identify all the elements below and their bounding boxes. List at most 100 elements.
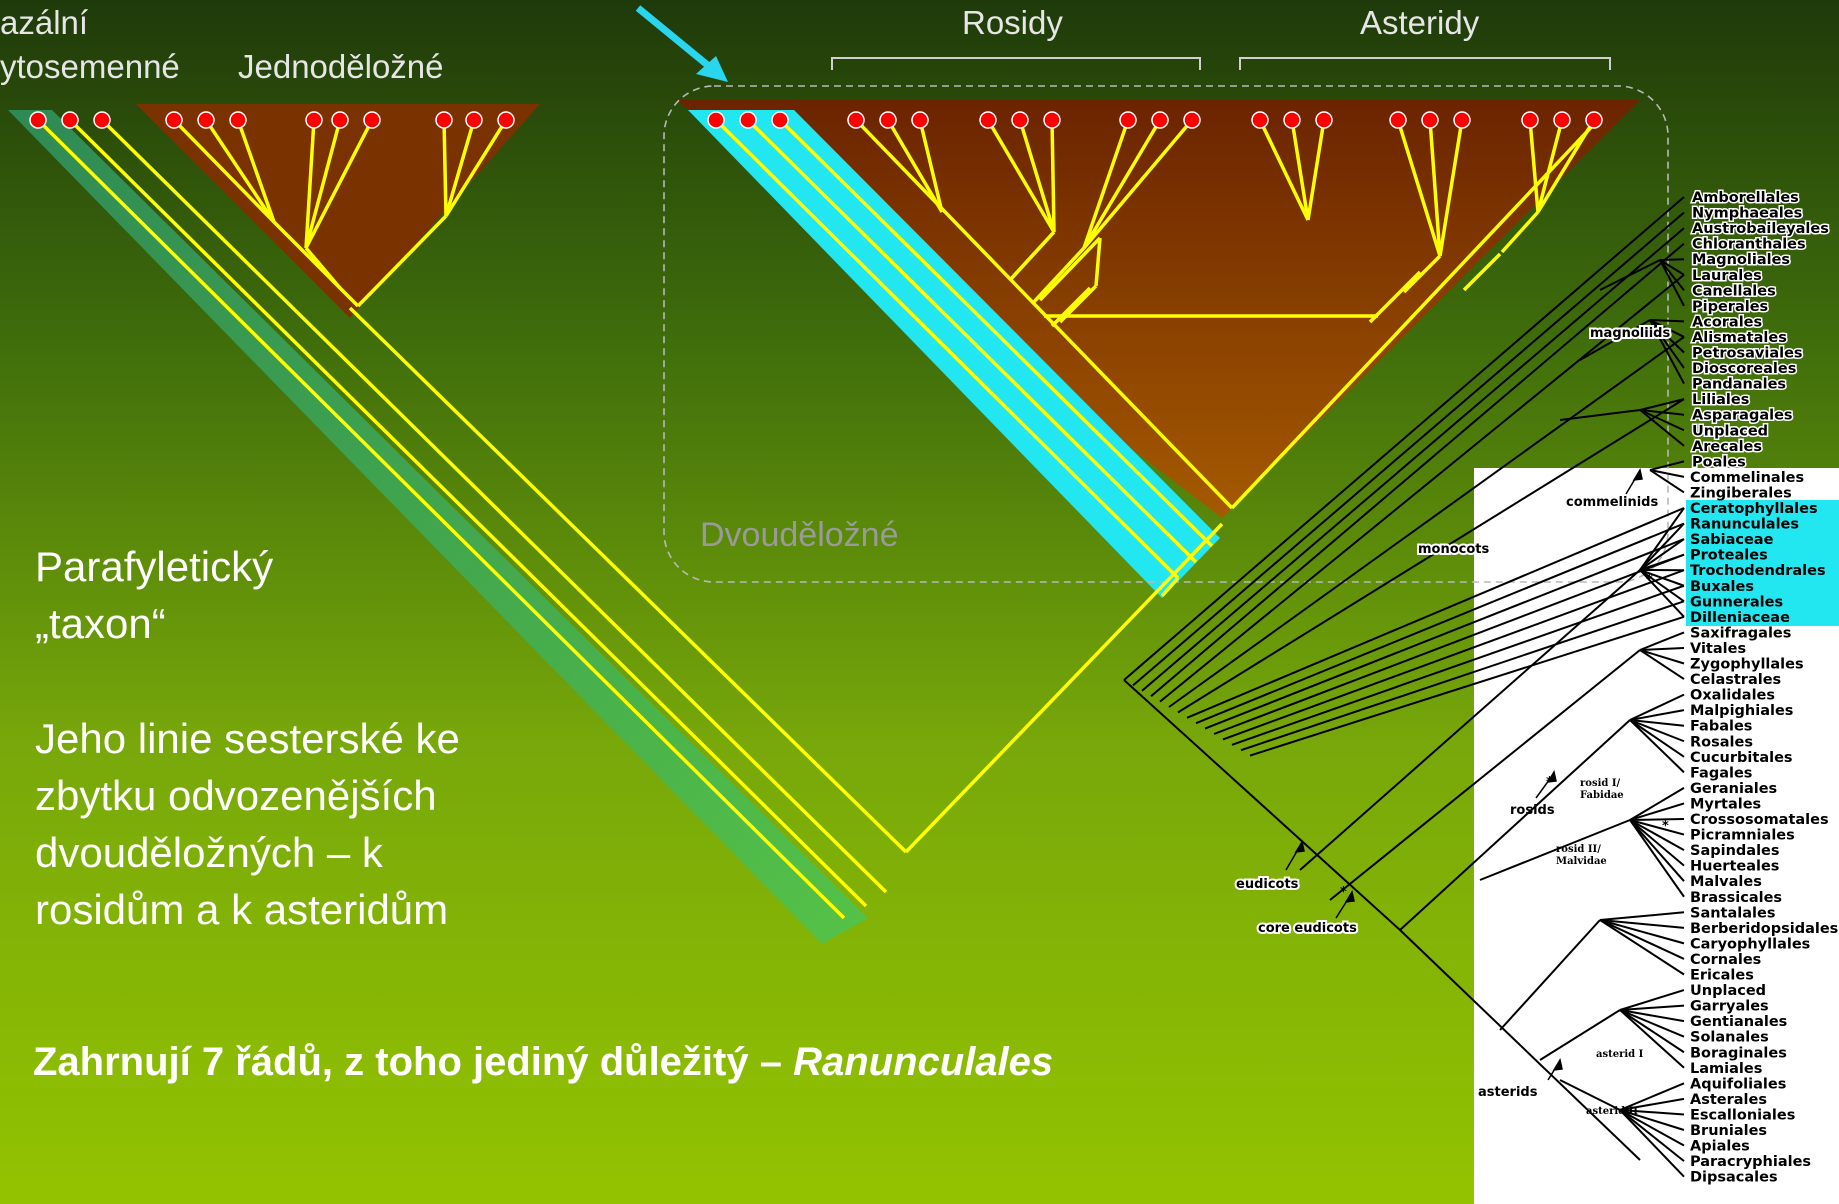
backbone-branch (1559, 409, 1641, 421)
order-label: Boraginales (1690, 1045, 1787, 1061)
description-line1: Jeho linie sesterské ke (35, 715, 460, 762)
order-label: Poales (1692, 454, 1746, 470)
order-label: Dioscoreales (1692, 361, 1796, 377)
order-label: Lamiales (1690, 1061, 1762, 1077)
dicot-inner-branches (1008, 230, 1502, 324)
tip-branch (1649, 319, 1685, 338)
tip-branch (1639, 409, 1685, 432)
tip-branch (1659, 258, 1685, 261)
order-label: Myrtales (1690, 796, 1761, 812)
tip-branch (1599, 911, 1685, 921)
order-label: Bruniales (1690, 1123, 1767, 1139)
tip-branch (1639, 409, 1685, 416)
order-label: Sapindales (1690, 843, 1780, 859)
tip-branch (1649, 469, 1685, 478)
tip-branch (1629, 719, 1685, 727)
order-label: Ranunculales (1690, 517, 1799, 533)
label-asteridy: Asteridy (1360, 4, 1480, 41)
tip-branch (1659, 259, 1685, 307)
tip-branch (1639, 398, 1685, 411)
order-label: Asterales (1690, 1092, 1767, 1108)
tip-branch (1639, 522, 1685, 571)
clade-rosid2: rosid II/ (1556, 844, 1601, 855)
tip-branch (1649, 460, 1685, 471)
tip-branch (1629, 709, 1685, 721)
tip-branch (1619, 1009, 1685, 1069)
order-label: Santalales (1690, 905, 1775, 921)
order-label: Commelinales (1690, 470, 1804, 486)
tip-branch (1659, 259, 1685, 291)
order-label: Magnoliales (1692, 252, 1790, 268)
tip-branch (1599, 919, 1685, 945)
order-label: Amborellales (1692, 190, 1799, 206)
backbone-branch (1168, 336, 1685, 708)
order-label: Geraniales (1690, 781, 1777, 797)
tip-branch (1639, 553, 1685, 571)
backbone-branch (1231, 584, 1685, 746)
tip-branch (1629, 819, 1685, 867)
description-line2: zbytku odvozenějších (35, 772, 437, 819)
backbone-branch (1150, 242, 1685, 697)
order-list: AmborellalesNymphaealesAustrobaileyalesC… (1689, 189, 1839, 1186)
pointer-arrow (635, 5, 728, 82)
tip-branch (1619, 1009, 1685, 1038)
backbone-branch (1195, 522, 1685, 725)
backbone-branch (1159, 273, 1685, 703)
backbone-branch (1329, 649, 1641, 901)
order-label: Garryales (1690, 999, 1769, 1015)
basal-band (8, 110, 868, 944)
clade-monocots: monocots (1418, 542, 1490, 557)
basal-eudicot-highlight (1686, 500, 1839, 626)
paraphyletic-heading: Parafyletický „taxon“ (35, 538, 273, 652)
clade-rosids: rosids (1510, 803, 1555, 818)
order-label: Huerteales (1690, 859, 1779, 875)
order-label: Solanales (1690, 1030, 1769, 1046)
tip-branch (1599, 919, 1685, 960)
backbone-branch (1499, 919, 1601, 1031)
backbone-branch (1399, 929, 1641, 1161)
order-label: Gunnerales (1690, 594, 1783, 610)
tip-branch (1619, 1109, 1685, 1131)
order-label: Malvales (1690, 874, 1762, 890)
backbone-branch (1123, 196, 1685, 681)
backbone-branch (1299, 569, 1641, 871)
order-label: Buxales (1690, 579, 1754, 595)
summary-line: Zahrnují 7 řádů, z toho jediný důležitý … (33, 1040, 1053, 1085)
order-label: Rosales (1690, 734, 1753, 750)
order-label: Pandanales (1692, 377, 1786, 393)
order-label: Crossosomatales (1690, 812, 1829, 828)
order-label: Acorales (1692, 314, 1762, 330)
tip-branch (1659, 259, 1685, 276)
tip-branch (1619, 1009, 1685, 1054)
tip-branch (1639, 538, 1685, 571)
order-label: Austrobaileyales (1692, 221, 1829, 237)
backbone-branch (1599, 259, 1661, 291)
tip-branch (1639, 649, 1685, 680)
backbone-branch (1539, 1009, 1621, 1061)
tip-branch (1649, 319, 1685, 369)
order-label: Escalloniales (1690, 1107, 1795, 1123)
clade-commelinids: commelinids (1566, 495, 1658, 510)
summary-text: Zahrnují 7 řádů, z toho jediný důležitý … (33, 1040, 794, 1084)
tip-branch (1639, 646, 1685, 651)
order-label: Alismatales (1692, 330, 1787, 346)
tip-branch (1639, 507, 1685, 571)
tip-branch (1649, 319, 1685, 385)
order-label: Ceratophyllales (1690, 501, 1818, 517)
monocot-triangle (136, 104, 540, 318)
paraphyletic-line1: Parafyletický (35, 543, 274, 590)
order-label: Fagales (1690, 765, 1752, 781)
tip-branch (1619, 989, 1685, 1011)
order-label: Ericales (1690, 968, 1754, 984)
backbone-branch (1399, 719, 1631, 931)
tip-branch (1629, 819, 1685, 836)
description-line4: rosidům a k asteridům (35, 886, 449, 933)
order-label: Cucurbitales (1690, 750, 1793, 766)
tip-branch (1649, 319, 1685, 354)
order-label: Gentianales (1690, 1014, 1787, 1030)
tip-branch (1599, 919, 1685, 976)
order-label: Oxalidales (1690, 688, 1775, 704)
label-rosidy: Rosidy (962, 4, 1063, 41)
tip-branch (1639, 569, 1685, 618)
